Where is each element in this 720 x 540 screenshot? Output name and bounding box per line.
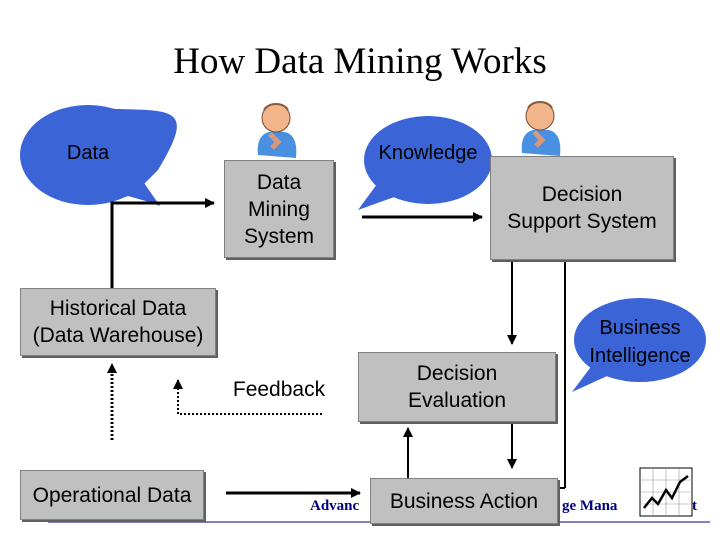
business-intelligence-label: Business Intelligence: [589, 317, 691, 367]
decision-support-system-box: Decision Support System: [490, 156, 674, 260]
thinking-person-icon: [257, 103, 297, 158]
historical-data-box: Historical Data (Data Warehouse): [20, 288, 216, 356]
arrow-feedback: [173, 379, 322, 415]
footer-text-left: Advanc: [310, 498, 360, 514]
knowledge-bubble-label: Knowledge: [378, 142, 478, 164]
stock-chart-icon: [639, 467, 693, 517]
knowledge-speech-bubble: [358, 116, 492, 210]
business-intelligence-speech-bubble: [572, 298, 706, 392]
thinking-person-icon: [521, 101, 561, 156]
decision-evaluation-box: Decision Evaluation: [358, 352, 556, 422]
arrow-historical-to-dms: [110, 198, 215, 288]
data-mining-system-box: Data Mining System: [224, 160, 334, 258]
business-action-box: Business Action: [370, 478, 558, 524]
footer-text-end: t: [692, 498, 697, 514]
data-speech-bubble: [20, 105, 177, 206]
operational-data-box: Operational Data: [20, 470, 204, 520]
footer-text-right: ge Mana: [562, 498, 618, 514]
data-bubble-label: Data: [66, 142, 110, 164]
feedback-label: Feedback: [232, 378, 326, 401]
page-title: How Data Mining Works: [173, 41, 547, 82]
